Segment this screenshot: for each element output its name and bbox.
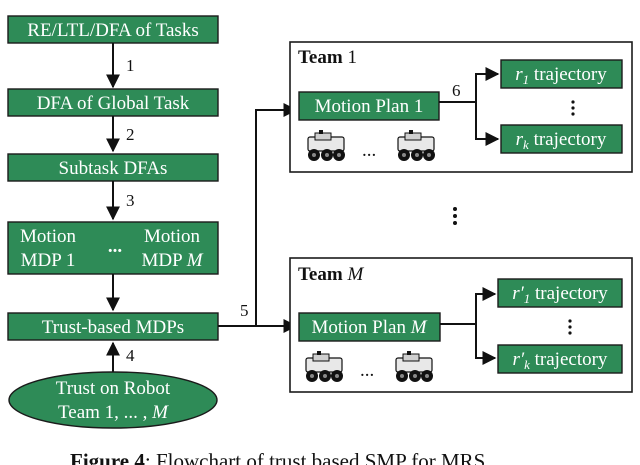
box-subtask-dfas-label: Subtask DFAs [59, 158, 168, 179]
teams-vdot-3 [453, 221, 457, 225]
motion-plan-1-label: Motion Plan 1 [315, 96, 424, 117]
team-m-vdot-3 [568, 331, 572, 335]
team-m-robots-ellipsis: ... [360, 360, 374, 381]
motion-plan-m-box [298, 312, 441, 342]
ellipse-trust-line1: Trust on Robot [56, 378, 171, 399]
team-m-traj-bot-box [497, 344, 623, 374]
team-m-traj-top-label: r′1 trajectory [512, 283, 608, 306]
edge-6-top [439, 67, 500, 103]
edge-m-bottom [475, 324, 497, 365]
teams-vdot-1 [453, 207, 457, 211]
box-dfa-global-task [7, 88, 219, 117]
team-m-vdot-2 [568, 325, 572, 329]
box-re-ltl-dfa [7, 15, 219, 44]
team-m-traj-bot-label: r′k trajectory [513, 349, 608, 372]
ellipse-trust-line2: Team 1, ... , M [58, 402, 169, 423]
team-1-vdot-2 [571, 106, 575, 110]
box-subtask-dfas [7, 153, 219, 182]
team-1-traj-top-label: r1 trajectory [515, 64, 607, 87]
edge-label-5: 5 [240, 301, 249, 320]
edge-5-to-team1 [255, 103, 298, 326]
motion-plan-m-label: Motion Plan M [311, 317, 427, 338]
motion-mdp-m-line1: Motion [144, 226, 200, 247]
motion-mdp-ellipsis: ... [108, 236, 122, 257]
team-1-traj-bot-box [500, 124, 623, 154]
box-dfa-global-task-label: DFA of Global Task [37, 93, 190, 114]
team-1-traj-top-box [500, 59, 623, 89]
team-m-traj-top-box [497, 278, 623, 308]
team-1-robots-ellipsis: ... [362, 140, 376, 161]
team-1-vdot-3 [571, 112, 575, 116]
ellipse-trust-on-robot [8, 371, 218, 429]
box-trust-based-mdps-label: Trust-based MDPs [42, 317, 184, 338]
team-m-vdot-1 [568, 319, 572, 323]
motion-plan-1-box [298, 91, 440, 121]
edge-m-top [440, 287, 497, 325]
edge-label-3: 3 [126, 191, 135, 210]
team-1-traj-bot-label: rk trajectory [516, 129, 607, 152]
motion-mdp-1-line1: Motion [20, 226, 76, 247]
edge-label-6: 6 [452, 81, 461, 100]
team-1-vdot-1 [571, 100, 575, 104]
edge-label-2: 2 [126, 125, 135, 144]
edge-6-bottom [475, 102, 500, 146]
team-1-title: Team 1 [298, 47, 357, 68]
motion-mdp-1-line2: MDP 1 [21, 250, 76, 271]
figure-caption: Figure 4: Flowchart of trust based SMP f… [70, 449, 485, 465]
box-re-ltl-dfa-label: RE/LTL/DFA of Tasks [27, 20, 198, 41]
edge-label-4: 4 [126, 346, 135, 365]
team-m-title: Team M [298, 264, 364, 285]
teams-vdot-2 [453, 214, 457, 218]
edge-label-1: 1 [126, 56, 135, 75]
motion-mdp-m-line2: MDP M [141, 250, 203, 271]
